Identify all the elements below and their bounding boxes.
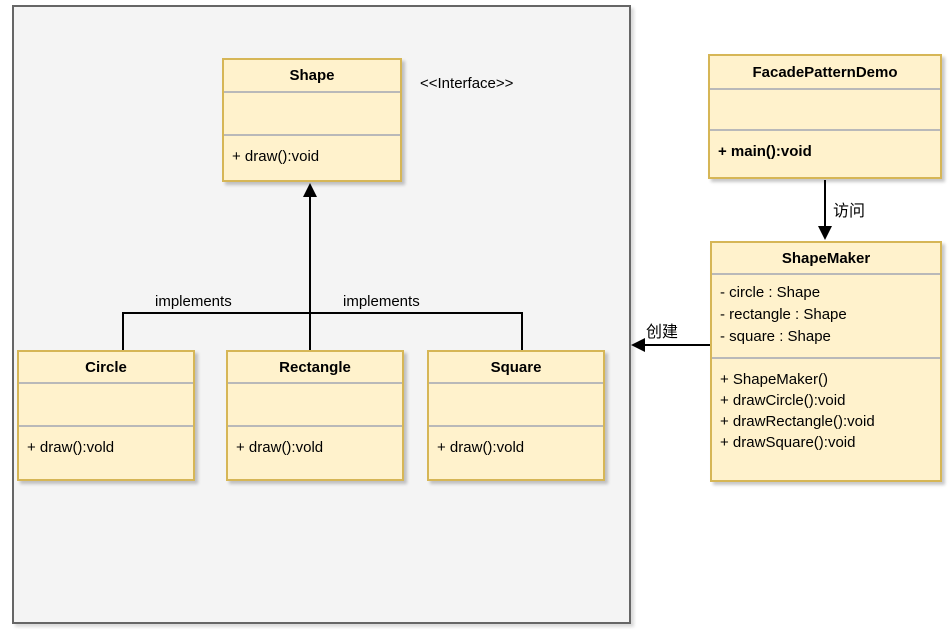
method-line: + draw():void xyxy=(232,148,320,165)
implements-connector-right-drop xyxy=(521,312,523,350)
interface-stereotype-label: <<Interface>> xyxy=(420,75,514,92)
realization-arrowhead-icon xyxy=(303,183,317,197)
class-title: Square xyxy=(429,352,603,384)
create-arrowhead-icon xyxy=(631,338,645,352)
method-line: + main():void xyxy=(718,143,812,160)
class-title: Shape xyxy=(224,60,400,93)
class-methods-section: + draw():vold xyxy=(19,427,193,479)
method-line: + draw():vold xyxy=(27,439,115,456)
class-attributes-section xyxy=(228,384,402,427)
create-label: 创建 xyxy=(646,324,679,341)
implements-connector-left-drop xyxy=(122,312,124,350)
access-label: 访问 xyxy=(833,203,866,220)
access-arrow-line xyxy=(824,180,826,228)
class-methods-section: + ShapeMaker() + drawCircle():void + dra… xyxy=(712,359,940,480)
class-attributes-section xyxy=(224,93,400,136)
class-methods-section: + draw():vold xyxy=(228,427,402,479)
class-title: Circle xyxy=(19,352,193,384)
class-box-shape-maker: ShapeMaker - circle : Shape - rectangle … xyxy=(710,241,942,482)
class-attributes-section: - circle : Shape - rectangle : Shape - s… xyxy=(712,275,940,359)
implements-label-right: implements xyxy=(343,293,420,310)
attribute-line: - circle : Shape xyxy=(720,284,821,301)
class-box-circle: Circle + draw():vold xyxy=(17,350,195,481)
class-box-rectangle: Rectangle + draw():vold xyxy=(226,350,404,481)
method-line: + draw():vold xyxy=(437,439,525,456)
create-arrow-line xyxy=(642,344,710,346)
attribute-line: - square : Shape xyxy=(720,328,831,345)
class-methods-section: + draw():void xyxy=(224,136,400,180)
access-arrowhead-icon xyxy=(818,226,832,240)
method-line: + drawSquare():void xyxy=(720,434,856,451)
class-box-square: Square + draw():vold xyxy=(427,350,605,481)
method-line: + drawRectangle():void xyxy=(720,413,875,430)
class-attributes-section xyxy=(710,90,940,131)
implements-connector-horizontal xyxy=(122,312,523,314)
class-box-shape: Shape + draw():void xyxy=(222,58,402,182)
realization-arrow-line xyxy=(309,196,311,350)
attribute-line: - rectangle : Shape xyxy=(720,306,847,323)
class-title: ShapeMaker xyxy=(712,243,940,275)
class-title: Rectangle xyxy=(228,352,402,384)
implements-label-left: implements xyxy=(155,293,232,310)
method-line: + ShapeMaker() xyxy=(720,371,828,388)
method-line: + draw():vold xyxy=(236,439,324,456)
method-line: + drawCircle():void xyxy=(720,392,846,409)
class-title: FacadePatternDemo xyxy=(710,56,940,90)
class-attributes-section xyxy=(429,384,603,427)
class-box-facade-pattern-demo: FacadePatternDemo + main():void xyxy=(708,54,942,179)
class-attributes-section xyxy=(19,384,193,427)
class-methods-section: + draw():vold xyxy=(429,427,603,479)
class-methods-section: + main():void xyxy=(710,131,940,177)
